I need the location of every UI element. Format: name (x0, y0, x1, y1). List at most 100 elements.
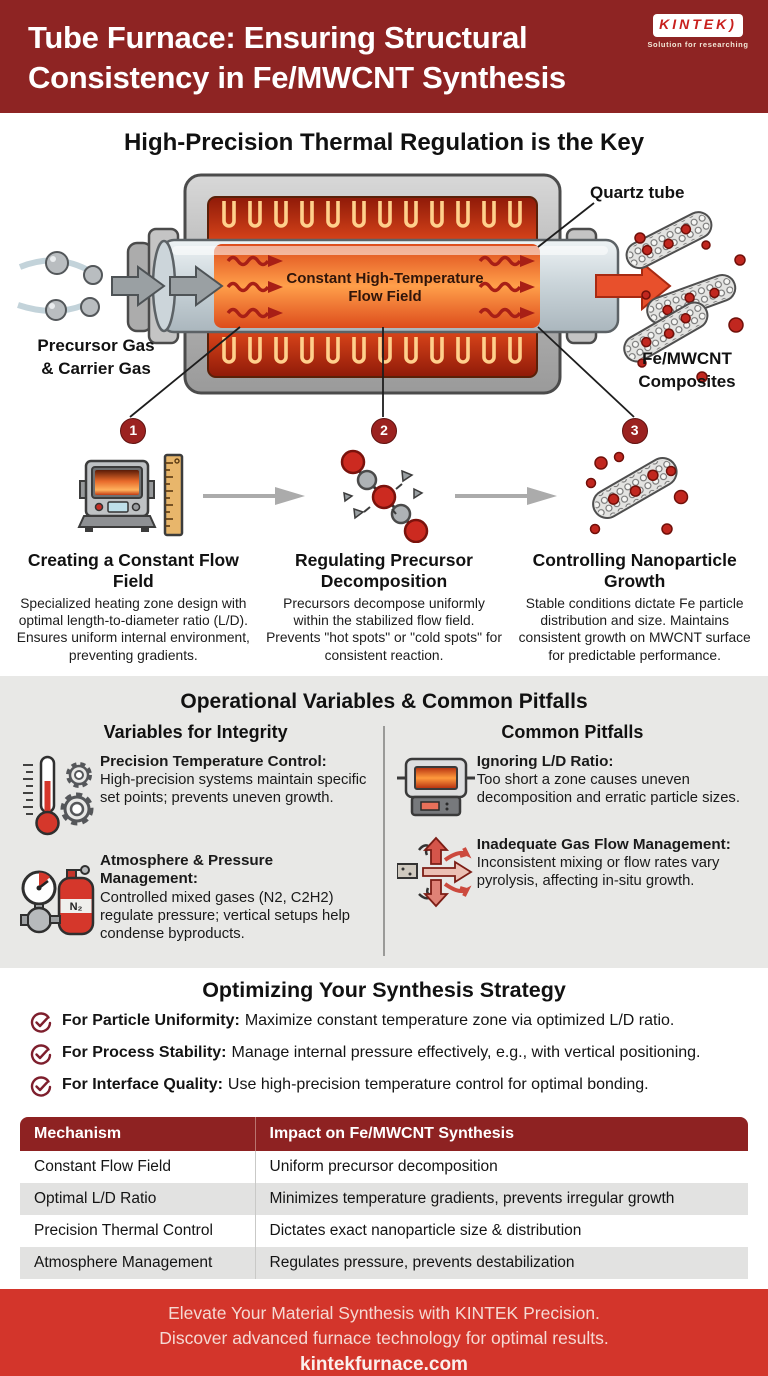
pitfall-item-gas-flow-text: Inadequate Gas Flow Management: Inconsis… (477, 836, 750, 891)
pitfall-item-ld-ratio: Ignoring L/D Ratio: Too short a zone cau… (395, 753, 750, 823)
step-3-badge: 3 (621, 418, 648, 444)
kintek-logo-tagline: Solution for researching (647, 40, 749, 49)
strategy-item-interface-title: For Interface Quality: (62, 1075, 223, 1093)
strategy-item-uniformity-text: Maximize constant temperature zone via o… (244, 1011, 675, 1029)
header: Tube Furnace: Ensuring Structural Consis… (0, 0, 768, 113)
heat-flow-arrows (226, 255, 535, 319)
strategy-section: Optimizing Your Synthesis Strategy For P… (0, 968, 768, 1111)
pitfall-item-gas-flow-title: Inadequate Gas Flow Management: (476, 835, 731, 853)
table-cell: Dictates exact nanoparticle size & distr… (254, 1214, 748, 1247)
kintek-logo: KINTEK) Solution for researching (642, 14, 754, 49)
strategy-item-stability: For Process Stability:Manage internal pr… (30, 1043, 738, 1066)
step-1-description: Specialized heating zone design with opt… (16, 596, 250, 663)
table-header-row: Mechanism Impact on Fe/MWCNT Synthesis (20, 1116, 748, 1151)
flow-field-label-line2: Flow Field (348, 288, 422, 305)
variable-item-atmosphere: N₂ Atmosphere & Pressure Manageme (18, 852, 373, 943)
variables-section: Operational Variables & Common Pitfalls … (0, 675, 768, 968)
check-circle-icon (30, 1012, 52, 1033)
variable-item-atmosphere-body: Controlled mixed gases (N2, C2H2) regula… (100, 889, 351, 942)
variable-item-temperature-title: Precision Temperature Control: (100, 752, 327, 770)
strategy-item-interface: For Interface Quality:Use high-precision… (30, 1075, 738, 1098)
table-header-impact: Impact on Fe/MWCNT Synthesis (254, 1116, 748, 1151)
step-3: 3 (509, 418, 760, 664)
page-title-line2: Consistency in Fe/MWCNT Synthesis (28, 60, 566, 95)
table-cell: Constant Flow Field (20, 1150, 255, 1183)
variable-item-atmosphere-title: Atmosphere & Pressure Management: (100, 851, 274, 888)
inlet-gas-label-line2: & Carrier Gas (41, 358, 151, 378)
molecule-decomposition-icon (265, 448, 504, 544)
variables-column-heading: Variables for Integrity (103, 721, 288, 742)
kintek-logo-paren: ) (729, 16, 737, 32)
pitfall-item-ld-ratio-body: Too short a zone causes uneven decomposi… (476, 772, 740, 807)
quartz-tube-label: Quartz tube (590, 183, 685, 202)
check-circle-icon (30, 1076, 52, 1097)
mwcnt-composites (623, 211, 746, 383)
inlet-gas-label: Precursor Gas & Carrier Gas (12, 335, 180, 381)
variable-item-temperature: Precision Temperature Control: High-prec… (18, 753, 373, 839)
flow-field-label: Constant High-Temperature Flow Field (262, 270, 508, 306)
check-circle-icon (30, 1044, 52, 1065)
composites-label-line1: Fe/MWCNT (642, 349, 732, 368)
step-2-badge: 2 (371, 418, 397, 444)
step-2-description: Precursors decompose uniformly within th… (266, 596, 502, 663)
variables-column: Variables for Integrity Precis (18, 722, 373, 956)
footer-line2: Discover advanced furnace technology for… (159, 1328, 609, 1349)
table-cell: Minimizes temperature gradients, prevent… (254, 1182, 748, 1215)
table-header-mechanism: Mechanism (20, 1116, 255, 1151)
composites-label-line2: Composites (638, 371, 736, 391)
strategy-heading: Optimizing Your Synthesis Strategy (202, 977, 566, 1002)
pitfalls-column: Common Pitfalls (395, 722, 750, 956)
mechanism-table-wrapper: Mechanism Impact on Fe/MWCNT Synthesis C… (0, 1111, 768, 1289)
pitfall-item-gas-flow-body: Inconsistent mixing or flow rates vary p… (476, 855, 720, 890)
step-2-title: Regulating Precursor Decomposition (295, 550, 473, 591)
composites-label: Fe/MWCNT Composites (612, 348, 762, 394)
variable-item-temperature-body: High-precision systems maintain specific… (100, 772, 367, 807)
tube-furnace-diagram: Quartz tube Constant High-Temperature Fl… (0, 163, 768, 418)
quartz-tube-pointer-line (537, 202, 595, 248)
nanotube-growth-icon (515, 448, 754, 544)
variable-item-temperature-text: Precision Temperature Control: High-prec… (100, 753, 373, 808)
step-3-title: Controlling Nanoparticle Growth (532, 550, 737, 591)
variable-item-atmosphere-text: Atmosphere & Pressure Management: Contro… (100, 852, 373, 943)
footer-website: kintekfurnace.com (300, 1353, 468, 1375)
table-cell: Uniform precursor decomposition (254, 1150, 748, 1183)
step-1-title: Creating a Constant Flow Field (27, 550, 239, 591)
step-1: 1 (8, 418, 259, 664)
strategy-item-interface-text: Use high-precision temperature control f… (227, 1075, 649, 1093)
scattered-arrows-icon (395, 836, 477, 908)
kintek-logo-box: KINTEK) (653, 14, 743, 37)
pitfall-item-gas-flow: Inadequate Gas Flow Management: Inconsis… (395, 836, 750, 908)
table-cell: Regulates pressure, prevents destabiliza… (254, 1246, 748, 1279)
table-cell: Atmosphere Management (20, 1246, 255, 1279)
flow-field-label-line1: Constant High-Temperature (286, 270, 484, 287)
short-furnace-icon (395, 753, 477, 823)
kintek-logo-text: KINTEK (659, 16, 730, 32)
process-steps: 1 (0, 418, 768, 676)
gauge-gas-cylinder-icon: N₂ (18, 852, 100, 938)
strategy-item-stability-title: For Process Stability: (62, 1043, 227, 1061)
heating-coils (222, 201, 522, 364)
step-arrow-2-icon (455, 487, 557, 505)
footer-line1: Elevate Your Material Synthesis with KIN… (168, 1302, 600, 1323)
inlet-gas-label-line1: Precursor Gas (37, 336, 155, 355)
diagram-heading: High-Precision Thermal Regulation is the… (123, 129, 645, 156)
step-1-badge: 1 (120, 418, 147, 444)
mechanism-table: Mechanism Impact on Fe/MWCNT Synthesis C… (20, 1116, 748, 1279)
furnace-illustration (17, 173, 746, 418)
strategy-item-stability-text: Manage internal pressure effectively, e.… (231, 1043, 701, 1061)
step-connector-lines (129, 326, 635, 418)
footer: Elevate Your Material Synthesis with KIN… (0, 1288, 768, 1376)
strategy-item-uniformity: For Particle Uniformity:Maximize constan… (30, 1011, 738, 1034)
table-cell: Optimal L/D Ratio (20, 1182, 255, 1215)
pitfall-item-ld-ratio-title: Ignoring L/D Ratio: (476, 752, 614, 770)
thermometer-gears-icon (18, 753, 100, 839)
table-cell: Precision Thermal Control (20, 1214, 255, 1247)
page-title: Tube Furnace: Ensuring Structural Consis… (28, 18, 740, 98)
pitfall-item-ld-ratio-text: Ignoring L/D Ratio: Too short a zone cau… (477, 753, 750, 808)
variables-section-heading: Operational Variables & Common Pitfalls (180, 689, 588, 713)
